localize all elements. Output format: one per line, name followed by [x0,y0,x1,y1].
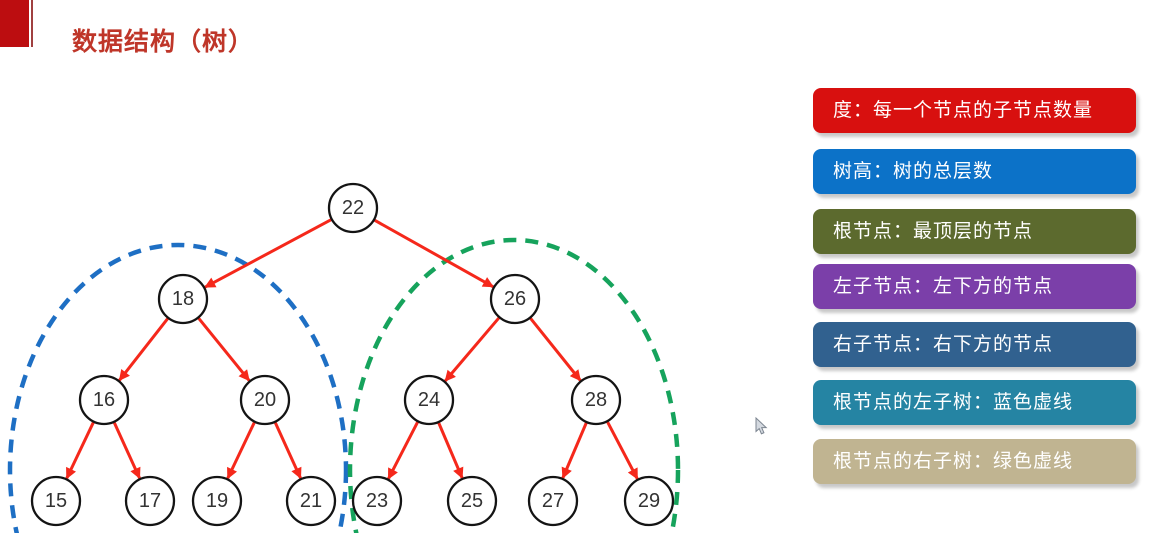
legend-item-5: 右子节点：右下方的节点 [813,322,1136,367]
tree-node-label: 29 [638,490,660,512]
tree-edge-20-21 [273,421,302,480]
legend-item-1: 度：每一个节点的子节点数量 [813,88,1136,133]
tree-edges [65,217,639,480]
tree-node-circle [403,374,455,426]
tree-node-label: 25 [461,490,483,512]
tree-node-circle [527,475,579,527]
mouse-cursor-icon [755,417,768,435]
tree-node-19: 19 [191,475,243,527]
slide-accent-line [31,0,33,47]
legend-item-3: 根节点：最顶层的节点 [813,209,1136,254]
tree-node-circle [570,374,622,426]
tree-node-17: 17 [124,475,176,527]
page-title: 数据结构（树） [72,28,255,56]
tree-node-label: 16 [93,389,115,411]
subtree-outlines [7,237,681,533]
tree-node-circle [327,182,379,234]
tree-edge-26-24 [444,316,501,382]
tree-node-circle [285,475,337,527]
tree-edge-26-28 [528,316,582,382]
tree-edge-28-27 [561,421,588,479]
legend-item-2: 树高：树的总层数 [813,149,1136,194]
tree-edge-22-18 [204,217,333,289]
tree-node-label: 15 [45,490,67,512]
tree-node-26: 26 [489,273,541,325]
tree-edge-16-17 [112,421,141,480]
legend-item-6: 根节点的左子树：蓝色虚线 [813,380,1136,425]
slide-accent-bar [0,0,29,47]
tree-node-21: 21 [285,475,337,527]
tree-node-circle [191,475,243,527]
tree-node-15: 15 [30,475,82,527]
tree-node-29: 29 [623,475,675,527]
tree-node-circle [157,273,209,325]
tree-edge-24-23 [387,420,420,480]
legend-item-7: 根节点的右子树：绿色虚线 [813,439,1136,484]
tree-node-18: 18 [157,273,209,325]
tree-node-label: 22 [342,197,364,219]
tree-nodes: 22 18 26 16 20 24 28 15 17 19 21 23 25 27 29 [30,182,675,527]
tree-node-16: 16 [78,374,130,426]
legend-item-4: 左子节点：左下方的节点 [813,264,1136,309]
tree-node-label: 24 [418,389,440,411]
tree-node-label: 21 [300,490,322,512]
tree-edge-18-20 [196,316,251,382]
tree-node-27: 27 [527,475,579,527]
tree-node-circle [446,475,498,527]
tree-node-circle [489,273,541,325]
tree-node-28: 28 [570,374,622,426]
tree-node-circle [623,475,675,527]
tree-node-22: 22 [327,182,379,234]
tree-node-20: 20 [239,374,291,426]
tree-node-label: 19 [206,490,228,512]
tree-node-circle [351,475,403,527]
tree-edge-16-15 [65,421,96,480]
tree-node-label: 18 [172,288,194,310]
tree-node-label: 26 [504,288,526,310]
root-right-subtree-outline [347,237,681,533]
tree-edge-18-16 [118,316,170,382]
tree-node-label: 28 [585,389,607,411]
tree-node-25: 25 [446,475,498,527]
tree-node-label: 27 [542,490,564,512]
tree-node-23: 23 [351,475,403,527]
tree-node-circle [124,475,176,527]
tree-node-label: 20 [254,389,276,411]
tree-node-circle [78,374,130,426]
tree-node-circle [239,374,291,426]
tree-node-24: 24 [403,374,455,426]
tree-node-circle [30,475,82,527]
tree-node-label: 17 [139,490,161,512]
root-left-subtree-outline [7,242,349,533]
tree-edge-20-19 [226,421,257,480]
tree-edge-28-29 [605,420,639,480]
tree-edge-22-26 [373,218,494,289]
tree-node-label: 23 [366,490,388,512]
tree-edge-24-25 [437,421,464,479]
